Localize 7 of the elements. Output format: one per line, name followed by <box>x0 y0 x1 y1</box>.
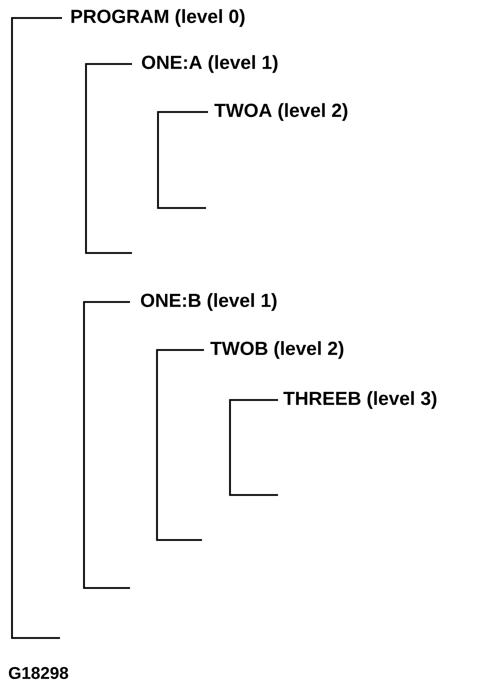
level-label: THREEB (level 3) <box>283 391 436 409</box>
level-label: TWOA (level 2) <box>214 103 348 121</box>
level-label: ONE:A (level 1) <box>142 55 278 73</box>
level-label: PROGRAM (level 0) <box>71 9 244 27</box>
figure-number: G18298 <box>8 667 68 680</box>
level-label: ONE:B (level 1) <box>140 293 276 311</box>
level-label: TWOB (level 2) <box>210 341 344 359</box>
